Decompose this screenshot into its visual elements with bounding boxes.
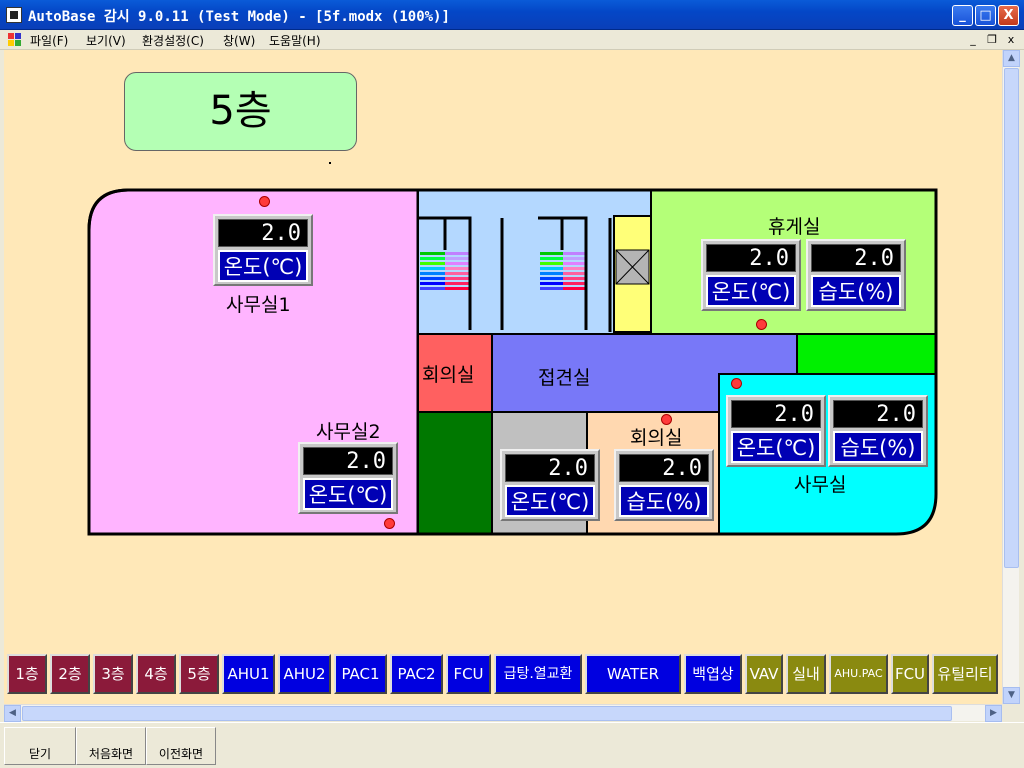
menu-view[interactable]: 보기(V) <box>86 34 126 48</box>
office2-temp-gauge[interactable]: 2.0 온도(℃) <box>298 442 398 514</box>
green-area <box>417 411 493 535</box>
menu-file[interactable]: 파일(F) <box>30 34 69 48</box>
mdi-close-button[interactable]: x <box>1007 33 1015 46</box>
nav-indoor-button[interactable]: 실내 <box>786 654 826 694</box>
lounge-temp-gauge[interactable]: 2.0 온도(℃) <box>701 239 801 311</box>
document-icon[interactable] <box>8 33 22 47</box>
nav-vav-button[interactable]: VAV <box>745 654 783 694</box>
app-icon[interactable] <box>6 7 22 23</box>
gauge-label: 온도(℃) <box>303 478 393 510</box>
mdi-restore-button[interactable]: ❐ <box>987 33 997 46</box>
gauge-label: 습도(%) <box>619 485 709 517</box>
gauge-value: 2.0 <box>218 219 308 247</box>
nav-floor-3-button[interactable]: 3층 <box>93 654 133 694</box>
stairs-right-icon <box>540 252 586 290</box>
vertical-scrollbar[interactable]: ▲ ▼ <box>1002 50 1020 704</box>
title-bar: AutoBase 감시 9.0.11 (Test Mode) - [5f.mod… <box>0 0 1024 30</box>
nav-pac1-button[interactable]: PAC1 <box>334 654 387 694</box>
gauge-value: 2.0 <box>833 400 923 428</box>
gauge-value: 2.0 <box>505 454 595 482</box>
gauge-value: 2.0 <box>731 400 821 428</box>
room-label-office2: 사무실2 <box>316 421 381 443</box>
sensor-dot[interactable] <box>661 414 672 425</box>
stairs-left-icon <box>420 250 470 295</box>
floor-outline <box>87 188 938 536</box>
gauge-value: 2.0 <box>303 447 393 475</box>
gauge-value: 2.0 <box>811 244 901 272</box>
lounge-hum-gauge[interactable]: 2.0 습도(%) <box>806 239 906 311</box>
room-label-meeting2: 회의실 <box>630 427 683 449</box>
nav-fcu2-button[interactable]: FCU <box>891 654 929 694</box>
room-label-meeting1: 회의실 <box>422 364 475 386</box>
nav-ahu2-button[interactable]: AHU2 <box>278 654 331 694</box>
bottom-bar: 닫기 처음화면 이전화면 <box>0 722 1024 768</box>
maximize-button[interactable]: □ <box>975 5 996 26</box>
meeting-hum-gauge[interactable]: 2.0 습도(%) <box>614 449 714 521</box>
nav-floor-5-button[interactable]: 5층 <box>179 654 219 694</box>
gauge-label: 온도(℃) <box>731 431 821 463</box>
office3-hum-gauge[interactable]: 2.0 습도(%) <box>828 395 928 467</box>
scroll-up-icon[interactable]: ▲ <box>1003 50 1020 67</box>
room-label-reception: 접견실 <box>538 367 591 389</box>
sensor-dot[interactable] <box>384 518 395 529</box>
gauge-value: 2.0 <box>619 454 709 482</box>
sensor-dot[interactable] <box>731 378 742 389</box>
minimize-button[interactable]: _ <box>952 5 973 26</box>
horizontal-scroll-thumb[interactable] <box>22 706 952 721</box>
floor-title: 5층 <box>124 72 357 151</box>
nav-floor-2-button[interactable]: 2층 <box>50 654 90 694</box>
nav-utility-button[interactable]: 유틸리티 <box>932 654 998 694</box>
gauge-value: 2.0 <box>706 244 796 272</box>
home-screen-button[interactable]: 처음화면 <box>76 727 146 765</box>
window-title: AutoBase 감시 9.0.11 (Test Mode) - [5f.mod… <box>28 9 450 25</box>
nav-floor-1-button[interactable]: 1층 <box>7 654 47 694</box>
menu-window[interactable]: 창(W) <box>223 34 256 48</box>
gauge-label: 습도(%) <box>811 275 901 307</box>
menu-bar: 파일(F) 보기(V) 환경설정(C) 창(W) 도움말(H) _ ❐ x <box>0 30 1024 50</box>
nav-ahu1-button[interactable]: AHU1 <box>222 654 275 694</box>
gauge-label: 온도(℃) <box>505 485 595 517</box>
close-button[interactable]: X <box>998 5 1019 26</box>
room-label-office3: 사무실 <box>794 474 847 496</box>
horizontal-scrollbar[interactable]: ◀ ▶ <box>4 704 1002 722</box>
gauge-label: 습도(%) <box>833 431 923 463</box>
bright-green-area <box>796 333 937 375</box>
nav-ahu-pac-button[interactable]: AHU.PAC <box>829 654 888 694</box>
floor-plan <box>87 188 938 536</box>
marker-dot <box>329 162 331 164</box>
nav-water-button[interactable]: WATER <box>585 654 681 694</box>
nav-hotwater-button[interactable]: 급탕.열교환 <box>494 654 582 694</box>
gauge-label: 온도(℃) <box>706 275 796 307</box>
sensor-dot[interactable] <box>756 319 767 330</box>
room-label-office1: 사무실1 <box>226 294 291 316</box>
vertical-scroll-thumb[interactable] <box>1004 68 1019 568</box>
previous-screen-button[interactable]: 이전화면 <box>146 727 216 765</box>
floor-canvas: 5층 <box>4 50 1002 704</box>
meeting-temp-gauge[interactable]: 2.0 온도(℃) <box>500 449 600 521</box>
nav-pac2-button[interactable]: PAC2 <box>390 654 443 694</box>
scroll-right-icon[interactable]: ▶ <box>985 705 1002 722</box>
menu-help[interactable]: 도움말(H) <box>269 34 321 48</box>
menu-settings[interactable]: 환경설정(C) <box>142 34 204 48</box>
nav-weather-box-button[interactable]: 백엽상 <box>684 654 742 694</box>
mdi-minimize-button[interactable]: _ <box>970 33 976 46</box>
scroll-down-icon[interactable]: ▼ <box>1003 687 1020 704</box>
office3-temp-gauge[interactable]: 2.0 온도(℃) <box>726 395 826 467</box>
office1-temp-gauge[interactable]: 2.0 온도(℃) <box>213 214 313 286</box>
nav-floor-4-button[interactable]: 4층 <box>136 654 176 694</box>
gauge-label: 온도(℃) <box>218 250 308 282</box>
nav-fcu-button[interactable]: FCU <box>446 654 491 694</box>
sensor-dot[interactable] <box>259 196 270 207</box>
scroll-left-icon[interactable]: ◀ <box>4 705 21 722</box>
close-window-button[interactable]: 닫기 <box>4 727 76 765</box>
room-label-lounge: 휴게실 <box>768 216 821 238</box>
